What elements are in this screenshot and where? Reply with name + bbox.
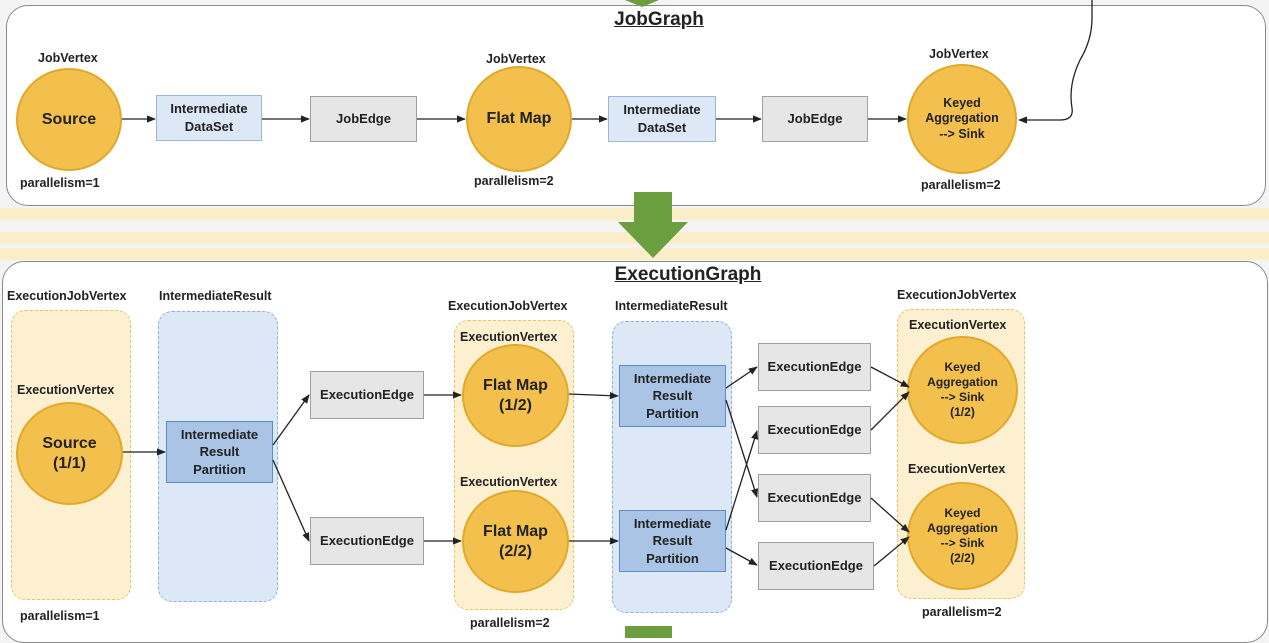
execution-vertex-label-source: ExecutionVertex	[17, 383, 115, 397]
jobvertex-label-sink: JobVertex	[929, 47, 989, 61]
execution-edge-4: ExecutionEdge	[758, 406, 871, 454]
parallelism-source: parallelism=1	[20, 176, 100, 190]
parallelism-flatmap-exec: parallelism=2	[470, 616, 550, 630]
transition-arrow-bottom-icon	[625, 626, 672, 638]
intermediate-result-label-1: IntermediateResult	[159, 289, 272, 303]
flatmap-execution-vertex-1: Flat Map (1/2)	[462, 344, 569, 447]
jobvertex-label-flatmap: JobVertex	[486, 52, 546, 66]
keyed-sink-execution-vertex-1: Keyed Aggregation --> Sink (1/2)	[907, 336, 1018, 444]
exec-connector-e5-k2	[870, 497, 910, 533]
exec-connector-p1-e3	[725, 366, 758, 389]
flatmap-vertex: Flat Map	[466, 66, 572, 172]
execution-edge-3: ExecutionEdge	[758, 343, 871, 391]
exec-connector-part-e1	[272, 394, 310, 446]
source-execution-vertex: Source (1/1)	[16, 402, 123, 505]
flatmap-execution-vertex-2: Flat Map (2/2)	[462, 490, 569, 593]
transition-arrow-top-icon	[625, 0, 659, 7]
execution-edge-2: ExecutionEdge	[310, 517, 424, 565]
job-edge-1: JobEdge	[310, 96, 417, 142]
parallelism-source-exec: parallelism=1	[20, 609, 100, 623]
execution-edge-5: ExecutionEdge	[758, 474, 871, 522]
exec-connector-e6-k2	[873, 536, 910, 567]
execution-edge-1: ExecutionEdge	[310, 371, 424, 419]
intermediate-result-label-2: IntermediateResult	[615, 299, 728, 313]
source-vertex: Source	[16, 68, 122, 171]
execution-vertex-label-flatmap-2: ExecutionVertex	[460, 475, 558, 489]
job-edge-2: JobEdge	[762, 96, 868, 142]
background-stripe	[0, 248, 1269, 260]
execution-vertex-label-flatmap-1: ExecutionVertex	[460, 330, 558, 344]
jobgraph-title: JobGraph	[614, 9, 704, 30]
keyed-sink-execution-vertex-2: Keyed Aggregation --> Sink (2/2)	[907, 482, 1018, 590]
result-partition-flatmap-2: Intermediate Result Partition	[619, 510, 726, 572]
result-partition-source: Intermediate Result Partition	[166, 421, 273, 483]
exec-connector-part-e2	[272, 459, 310, 542]
execution-edge-6: ExecutionEdge	[758, 542, 874, 590]
execution-vertex-label-sink-2: ExecutionVertex	[908, 462, 1006, 476]
execution-job-vertex-label-sink: ExecutionJobVertex	[897, 288, 1017, 302]
parallelism-sink-exec: parallelism=2	[922, 605, 1002, 619]
parallelism-sink: parallelism=2	[921, 178, 1001, 192]
exec-connector-e4-k1	[870, 391, 910, 431]
execution-job-vertex-label-flatmap: ExecutionJobVertex	[448, 299, 568, 313]
keyed-sink-vertex: Keyed Aggregation --> Sink	[907, 64, 1017, 174]
result-partition-flatmap-1: Intermediate Result Partition	[619, 365, 726, 427]
transition-arrow-middle-icon	[618, 192, 688, 258]
execution-vertex-label-sink-1: ExecutionVertex	[909, 318, 1007, 332]
executiongraph-title: ExecutionGraph	[614, 264, 762, 285]
exec-connector-fm1-part	[568, 392, 619, 400]
intermediate-dataset-2: Intermediate DataSet	[608, 96, 716, 142]
intermediate-dataset-1: Intermediate DataSet	[156, 95, 262, 141]
exec-connector-e3-k1	[870, 366, 910, 388]
exec-connector-p2-e4	[725, 430, 759, 531]
exec-connector-p2-e6	[725, 547, 758, 566]
feedback-connector	[1018, 0, 1093, 124]
exec-connector-p1-e5	[725, 399, 758, 498]
parallelism-flatmap: parallelism=2	[474, 174, 554, 188]
execution-job-vertex-label-source: ExecutionJobVertex	[7, 289, 127, 303]
jobvertex-label-source: JobVertex	[38, 51, 98, 65]
